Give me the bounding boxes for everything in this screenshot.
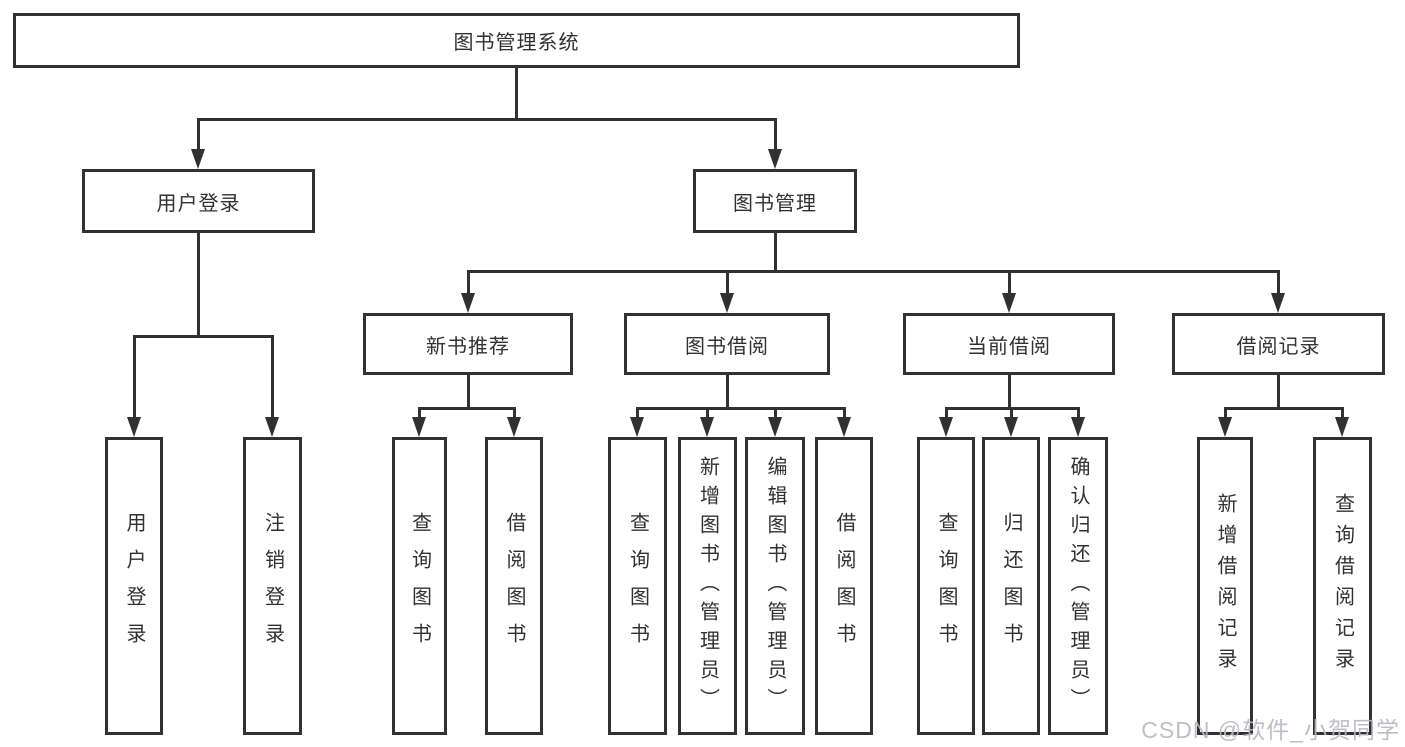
connector-line (418, 407, 516, 410)
connector-line (635, 407, 639, 421)
connector-line (196, 118, 200, 151)
node-label: 用户登录 (123, 512, 145, 660)
arrow-down-icon (1271, 293, 1285, 313)
arrow-down-icon (837, 417, 851, 437)
connector-line (1009, 407, 1013, 421)
connector-line (512, 407, 516, 421)
leaf-add-borrow-record: 新增借阅记录 (1197, 437, 1253, 735)
node-label: 借阅图书 (833, 512, 855, 660)
leaf-add-book-admin: 新增图书（管理员） (678, 437, 737, 735)
connector-line (1224, 407, 1344, 410)
node-label: 图书借阅 (685, 335, 769, 358)
arrow-down-icon (507, 417, 521, 437)
connector-line (197, 118, 777, 121)
leaf-edit-book-admin: 编辑图书（管理员） (745, 437, 805, 735)
connector-line (1007, 270, 1011, 297)
node-library-management-system: 图书管理系统 (13, 13, 1020, 68)
node-label: 借阅记录 (1236, 335, 1321, 358)
node-label: 确认归还（管理员） (1067, 455, 1089, 717)
node-label: 归还图书 (1000, 512, 1022, 660)
leaf-user-login: 用户登录 (105, 437, 163, 735)
connector-line (773, 233, 777, 273)
arrow-down-icon (191, 149, 205, 169)
leaf-borrow-books: 借阅图书 (815, 437, 873, 735)
node-label: 借阅图书 (503, 512, 525, 660)
node-book-management: 图书管理 (693, 169, 857, 233)
connector-line (1276, 375, 1280, 410)
connector-line (514, 68, 518, 120)
arrow-down-icon (768, 417, 782, 437)
connector-line (196, 233, 200, 338)
connector-line (944, 407, 948, 421)
leaf-query-books-recommend: 查询图书 (392, 437, 447, 735)
arrow-down-icon (939, 417, 953, 437)
connector-line (773, 407, 777, 421)
leaf-query-books-current: 查询图书 (917, 437, 975, 735)
node-label: 图书管理系统 (453, 32, 580, 54)
node-label: 查询借阅记录 (1331, 493, 1354, 679)
arrow-down-icon (265, 417, 279, 437)
leaf-confirm-return-admin: 确认归还（管理员） (1048, 437, 1108, 735)
node-label: 用户登录 (156, 192, 241, 215)
node-label: 当前借阅 (967, 335, 1051, 358)
connector-line (1223, 407, 1227, 421)
connector-line (1007, 375, 1011, 410)
node-new-book-recommendation: 新书推荐 (363, 313, 573, 375)
node-book-borrowing: 图书借阅 (624, 313, 830, 375)
arrow-down-icon (768, 149, 782, 169)
node-label: 查询图书 (626, 512, 649, 660)
arrow-down-icon (461, 293, 475, 313)
node-current-borrowing: 当前借阅 (903, 313, 1115, 375)
leaf-return-books: 归还图书 (982, 437, 1040, 735)
node-label: 新书推荐 (426, 335, 510, 358)
connector-line (842, 407, 846, 421)
connector-line (1340, 407, 1344, 421)
connector-line (636, 407, 846, 410)
connector-line (132, 335, 136, 419)
csdn-watermark: CSDN @软件_小贺同学 (1141, 717, 1400, 743)
connector-line (270, 335, 274, 419)
connector-line (1276, 270, 1280, 297)
node-label: 新增借阅记录 (1214, 493, 1236, 679)
arrow-down-icon (1002, 293, 1016, 313)
leaf-query-borrow-record: 查询借阅记录 (1313, 437, 1372, 735)
node-label: 注销登录 (261, 512, 284, 660)
arrow-down-icon (127, 417, 141, 437)
connector-line (773, 118, 777, 151)
arrow-down-icon (700, 417, 714, 437)
node-borrowing-records: 借阅记录 (1172, 313, 1385, 375)
arrow-down-icon (412, 417, 426, 437)
connector-line (725, 270, 729, 297)
arrow-down-icon (1218, 417, 1232, 437)
leaf-query-books-borrow: 查询图书 (608, 437, 667, 735)
arrow-down-icon (720, 293, 734, 313)
connector-line (133, 335, 274, 338)
connector-line (467, 270, 1280, 273)
node-label: 查询图书 (935, 512, 957, 660)
arrow-down-icon (630, 417, 644, 437)
leaf-logout: 注销登录 (243, 437, 302, 735)
arrow-down-icon (1335, 417, 1349, 437)
node-label: 图书管理 (733, 192, 817, 215)
connector-line (417, 407, 421, 421)
arrow-down-icon (1071, 417, 1085, 437)
arrow-down-icon (1004, 417, 1018, 437)
connector-line (725, 375, 729, 410)
connector-line (705, 407, 709, 421)
connector-line (945, 407, 1080, 410)
connector-line (1076, 407, 1080, 421)
node-label: 新增图书（管理员） (696, 455, 719, 717)
node-user-login: 用户登录 (82, 169, 315, 233)
leaf-borrow-books-recommend: 借阅图书 (485, 437, 543, 735)
node-label: 编辑图书（管理员） (764, 455, 786, 717)
connector-line (466, 375, 470, 410)
node-label: 查询图书 (408, 512, 431, 660)
connector-line (466, 270, 470, 297)
